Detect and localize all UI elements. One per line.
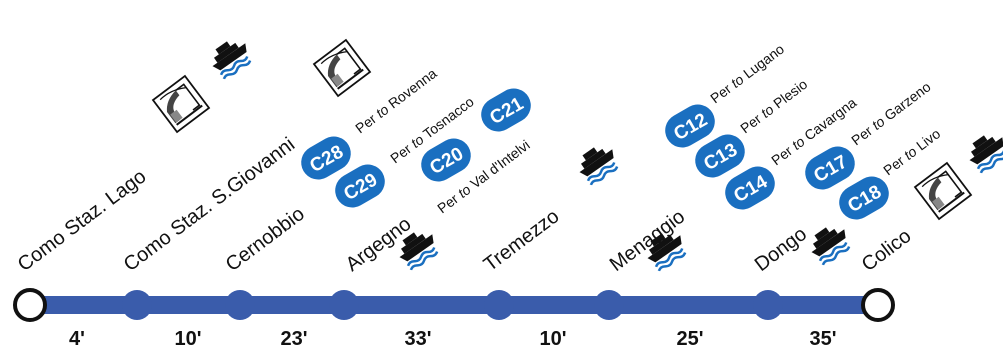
ferry-icon <box>204 32 258 83</box>
route-badge-c18: C18 <box>839 176 889 220</box>
connection-destination: Per to Plesio <box>737 76 810 137</box>
travel-time: 10' <box>174 328 201 350</box>
stop-dot-menaggio <box>594 290 624 320</box>
ferry-icon <box>571 138 625 189</box>
stop-dot-colico <box>861 288 895 322</box>
route-line <box>30 296 878 314</box>
route-badge-c17: C17 <box>805 146 855 190</box>
stop-dot-cernobbio <box>225 290 255 320</box>
route-badge-c29: C29 <box>335 164 385 208</box>
stop-dot-dongo <box>753 290 783 320</box>
train-station-icon <box>913 161 973 221</box>
travel-time: 23' <box>280 328 307 350</box>
stop-name-como-sgiovanni: Como Staz. S.Giovanni <box>120 133 299 276</box>
travel-time: 35' <box>809 328 836 350</box>
stop-name-tremezzo: Tremezzo <box>480 205 564 276</box>
train-station-icon <box>151 74 211 134</box>
travel-time: 10' <box>539 328 566 350</box>
stop-name-cernobbio: Cernobbio <box>222 203 309 276</box>
route-badge-c21: C21 <box>481 88 531 132</box>
stop-dot-argegno <box>329 290 359 320</box>
route-badge-c14: C14 <box>725 166 775 210</box>
train-station-icon <box>312 38 372 98</box>
route-badge-c13: C13 <box>695 134 745 178</box>
connection-destination: Per to Livo <box>880 125 943 178</box>
stop-dot-como-sgiovanni <box>122 290 152 320</box>
stop-dot-como-lago <box>13 288 47 322</box>
stop-name-colico: Colico <box>858 225 916 276</box>
route-badge-c28: C28 <box>301 136 351 180</box>
stop-dot-tremezzo <box>484 290 514 320</box>
ferry-icon <box>803 218 857 269</box>
stop-name-argegno: Argegno <box>342 213 416 276</box>
ferry-icon <box>961 126 1003 177</box>
travel-time: 4' <box>69 328 85 350</box>
route-badge-c20: C20 <box>421 138 471 182</box>
stop-name-dongo: Dongo <box>751 223 811 276</box>
travel-time: 25' <box>676 328 703 350</box>
travel-time: 33' <box>404 328 431 350</box>
route-badge-c12: C12 <box>665 104 715 148</box>
